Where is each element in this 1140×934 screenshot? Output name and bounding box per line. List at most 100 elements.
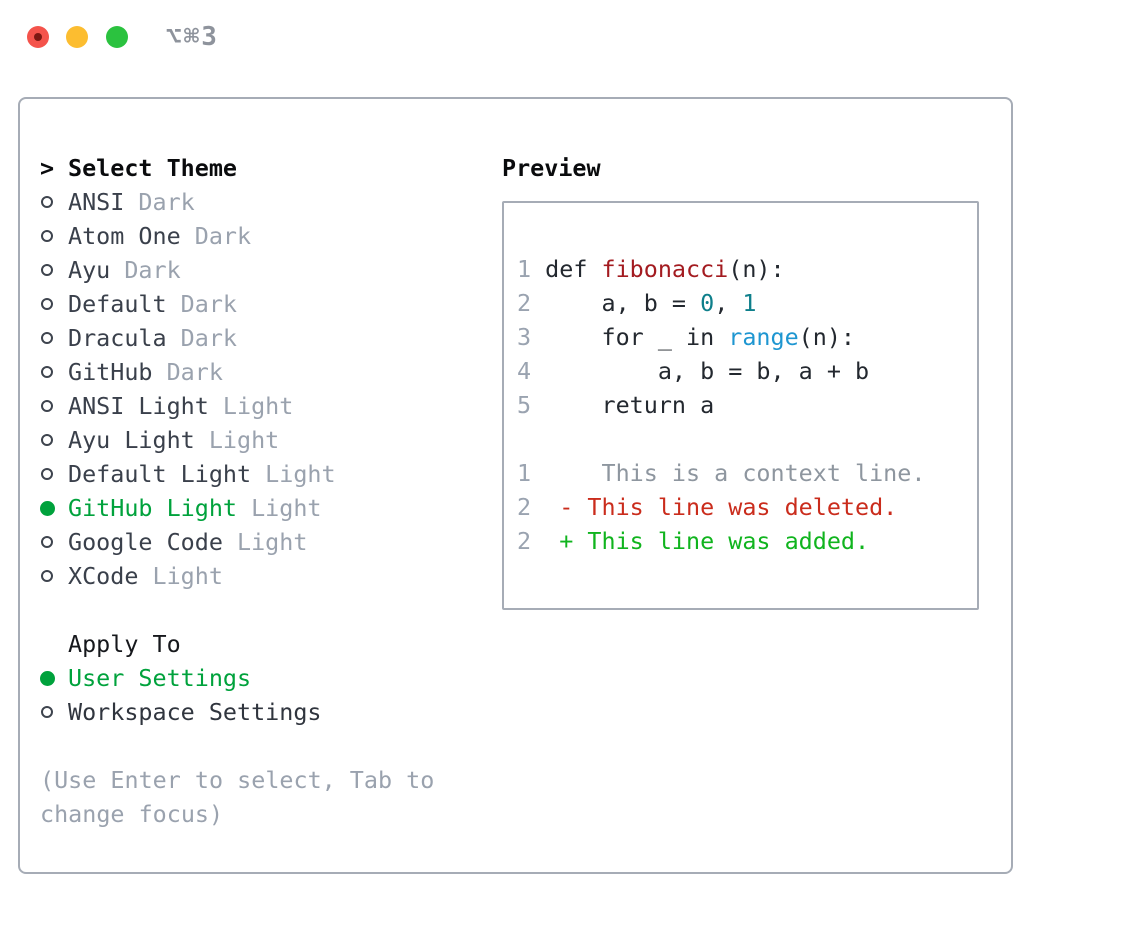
code-token-num: 1 <box>742 289 757 317</box>
theme-name: Dracula <box>68 324 167 352</box>
radio-circle-icon <box>40 500 55 516</box>
apply-option[interactable]: User Settings <box>40 661 492 695</box>
theme-variant-badge: Light <box>236 528 308 556</box>
radio-unselected-icon <box>40 400 68 412</box>
theme-item[interactable]: ANSI Dark <box>40 185 492 219</box>
radio-unselected-icon <box>40 570 68 582</box>
radio-circle-icon <box>41 298 53 310</box>
theme-item[interactable]: ANSI Light Light <box>40 389 492 423</box>
radio-unselected-icon <box>40 332 68 344</box>
theme-name: GitHub <box>68 358 153 386</box>
theme-name: XCode <box>68 562 139 590</box>
code-token-ln: 1 <box>517 255 546 283</box>
theme-variant-badge: Dark <box>180 290 237 318</box>
code-token-fn: fibonacci <box>601 255 729 283</box>
spacer <box>40 729 492 763</box>
close-button[interactable] <box>27 26 49 48</box>
theme-variant-badge: Dark <box>138 188 195 216</box>
code-token-fg <box>531 459 601 487</box>
code-token-ln: 5 <box>517 391 532 419</box>
select-theme-title: Select Theme <box>68 154 237 182</box>
theme-variant-badge: Light <box>208 426 280 454</box>
radio-unselected-icon <box>40 468 68 480</box>
theme-name: GitHub Light <box>68 494 237 522</box>
code-token-ln: 2 <box>517 527 532 555</box>
theme-item[interactable]: XCode Light <box>40 559 492 593</box>
theme-variant-badge: Light <box>222 392 294 420</box>
select-theme-header-row: > Select Theme <box>40 151 492 185</box>
radio-unselected-icon <box>40 366 68 378</box>
theme-name: Default Light <box>68 460 252 488</box>
theme-item[interactable]: Dracula Dark <box>40 321 492 355</box>
radio-circle-icon <box>41 366 53 378</box>
code-token-add: + This line was added. <box>559 527 870 555</box>
radio-unselected-icon <box>40 434 68 446</box>
radio-selected-icon <box>40 500 68 516</box>
theme-name: ANSI <box>68 188 125 216</box>
code-token-fg <box>531 493 559 521</box>
apply-to-title: Apply To <box>68 630 181 658</box>
radio-circle-icon <box>41 468 53 480</box>
code-token-ln: 3 <box>517 323 532 351</box>
theme-name: Default <box>68 290 167 318</box>
code-token-ln: 2 <box>517 289 532 317</box>
code-line: 2 a, b = 0, 1 <box>517 286 969 320</box>
radio-circle-icon <box>41 434 53 446</box>
preview-column: Preview 1 def fibonacci(n):2 a, b = 0, 1… <box>502 151 979 610</box>
spacer <box>40 593 492 627</box>
hint-line: (Use Enter to select, Tab to <box>40 766 435 794</box>
code-token-ln: 4 <box>517 357 532 385</box>
code-token-fg: def <box>545 255 602 283</box>
code-line: 3 for _ in range(n): <box>517 320 969 354</box>
theme-variant-badge: Dark <box>180 324 237 352</box>
theme-item[interactable]: Default Dark <box>40 287 492 321</box>
code-token-del: - This line was deleted. <box>559 493 898 521</box>
code-token-fg <box>531 527 559 555</box>
theme-item[interactable]: Default Light Light <box>40 457 492 491</box>
code-token-fg: for _ in <box>531 323 729 351</box>
radio-circle-icon <box>41 230 53 242</box>
radio-circle-icon <box>41 264 53 276</box>
theme-name: ANSI Light <box>68 392 209 420</box>
titlebar: ⌥⌘3 <box>0 0 1140 74</box>
theme-variant-badge: Light <box>152 562 223 590</box>
chevron-prompt-icon: > <box>40 154 55 182</box>
code-line: 1 This is a context line. <box>517 456 969 490</box>
zoom-button[interactable] <box>106 26 128 48</box>
code-token-fg: (n): <box>798 323 856 351</box>
theme-name: Atom One <box>68 222 181 250</box>
code-token-fg: , <box>714 289 743 317</box>
code-token-num: 0 <box>700 289 715 317</box>
radio-unselected-icon <box>40 536 68 548</box>
code-token-fg: a, b = b, a + b <box>531 357 870 385</box>
code-token-ln: 1 <box>517 459 532 487</box>
theme-variant-badge: Light <box>265 460 336 488</box>
radio-circle-icon <box>41 536 53 548</box>
radio-circle-icon <box>41 196 53 208</box>
radio-unselected-icon <box>40 298 68 310</box>
theme-variant-badge: Dark <box>124 256 181 284</box>
theme-variant-badge: Light <box>251 494 322 522</box>
prompt-marker: > <box>40 151 68 185</box>
code-line: 5 return a <box>517 388 969 422</box>
apply-to-header-row: Apply To <box>40 627 492 661</box>
theme-item[interactable]: GitHub Light Light <box>40 491 492 525</box>
apply-option[interactable]: Workspace Settings <box>40 695 492 729</box>
minimize-button[interactable] <box>66 26 88 48</box>
apply-option-label: Workspace Settings <box>68 698 322 726</box>
code-token-fg: a, b = <box>531 289 701 317</box>
apply-option-label: User Settings <box>68 664 252 692</box>
radio-unselected-icon <box>40 706 68 718</box>
